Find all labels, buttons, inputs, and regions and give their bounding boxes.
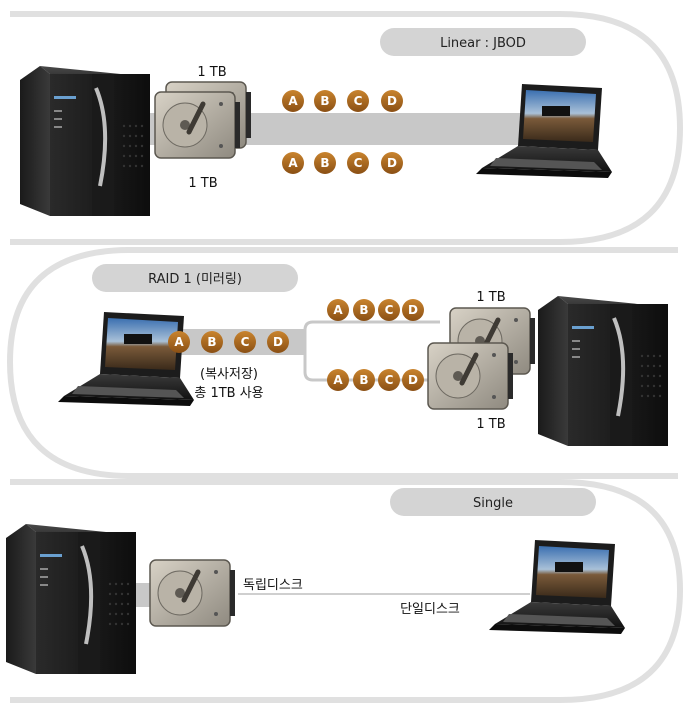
data-block-letter: C [385, 303, 394, 317]
data-block-letter: A [288, 156, 298, 170]
data-block-disc: D [381, 90, 403, 112]
section-title-pill [380, 28, 586, 56]
data-block-disc: C [378, 299, 400, 321]
raid-note-line1: (복사저장) [200, 367, 258, 382]
data-block-letter: C [241, 335, 250, 349]
disk-capacity-label: 1 TB [476, 290, 505, 305]
data-block-letter: D [408, 303, 418, 317]
data-block-disc: A [282, 90, 304, 112]
hard-disk-icon [150, 560, 235, 626]
data-row-top: A B C D [282, 90, 403, 112]
data-block-disc: D [267, 331, 289, 353]
data-block-disc: B [353, 299, 375, 321]
data-block-letter: B [359, 373, 368, 387]
data-block-letter: A [288, 94, 298, 108]
data-block-disc: A [327, 299, 349, 321]
data-block-disc: A [168, 331, 190, 353]
data-block-letter: C [354, 156, 363, 170]
data-block-letter: A [333, 303, 343, 317]
hard-disk-icon [428, 343, 513, 409]
data-row-mirror-bottom: A B C D [327, 369, 424, 391]
hard-disk-icon [155, 92, 240, 158]
data-block-disc: A [282, 152, 304, 174]
section-single: Single 독립디스크 단일디스크 [4, 479, 684, 703]
data-block-letter: D [408, 373, 418, 387]
data-block-disc: D [402, 299, 424, 321]
section-raid1-mirroring: RAID 1 (미러링) A B C D (복사저장) 총 1TB 사용 A B… [6, 247, 678, 479]
section-track [10, 479, 684, 703]
data-block-letter: D [273, 335, 283, 349]
data-block-disc: D [381, 152, 403, 174]
data-block-disc: B [201, 331, 223, 353]
data-row-source: A B C D [168, 331, 289, 353]
disk-capacity-label: 1 TB [188, 176, 217, 191]
section-title: Single [473, 496, 513, 511]
data-block-letter: B [320, 94, 329, 108]
laptop-icon [58, 312, 194, 406]
mirror-split-line [303, 320, 440, 382]
section-title-pill [92, 264, 298, 292]
section-title: Linear : JBOD [440, 36, 526, 51]
data-block-disc: B [314, 152, 336, 174]
data-row-bottom: A B C D [282, 152, 403, 174]
data-block-disc: C [347, 152, 369, 174]
section-title-pill [390, 488, 596, 516]
data-block-disc: B [353, 369, 375, 391]
data-block-disc: C [234, 331, 256, 353]
section-track [6, 247, 678, 479]
data-block-letter: B [320, 156, 329, 170]
data-row-mirror-top: A B C D [327, 299, 424, 321]
single-disk-label: 단일디스크 [400, 602, 460, 617]
data-block-letter: B [359, 303, 368, 317]
section-track [10, 11, 684, 245]
data-block-letter: C [385, 373, 394, 387]
section-title: RAID 1 (미러링) [148, 272, 242, 287]
data-block-letter: D [387, 156, 397, 170]
data-block-letter: A [333, 373, 343, 387]
data-block-disc: B [314, 90, 336, 112]
data-block-disc: C [347, 90, 369, 112]
data-block-disc: D [402, 369, 424, 391]
nas-enclosure-icon [18, 64, 152, 218]
section-linear-jbod: Linear : JBOD 1 TB 1 TB A B C D A B C D [10, 11, 684, 245]
data-block-letter: B [207, 335, 216, 349]
disk-capacity-label: 1 TB [476, 417, 505, 432]
data-block-disc: C [378, 369, 400, 391]
nas-enclosure-icon [4, 522, 138, 676]
nas-enclosure-icon [536, 294, 670, 448]
independent-disk-label: 독립디스크 [243, 578, 303, 593]
data-block-letter: C [354, 94, 363, 108]
data-block-disc: A [327, 369, 349, 391]
data-block-letter: A [174, 335, 184, 349]
data-block-letter: D [387, 94, 397, 108]
disk-capacity-label: 1 TB [197, 65, 226, 80]
laptop-icon [489, 540, 625, 634]
raid-note-line2: 총 1TB 사용 [194, 386, 263, 401]
